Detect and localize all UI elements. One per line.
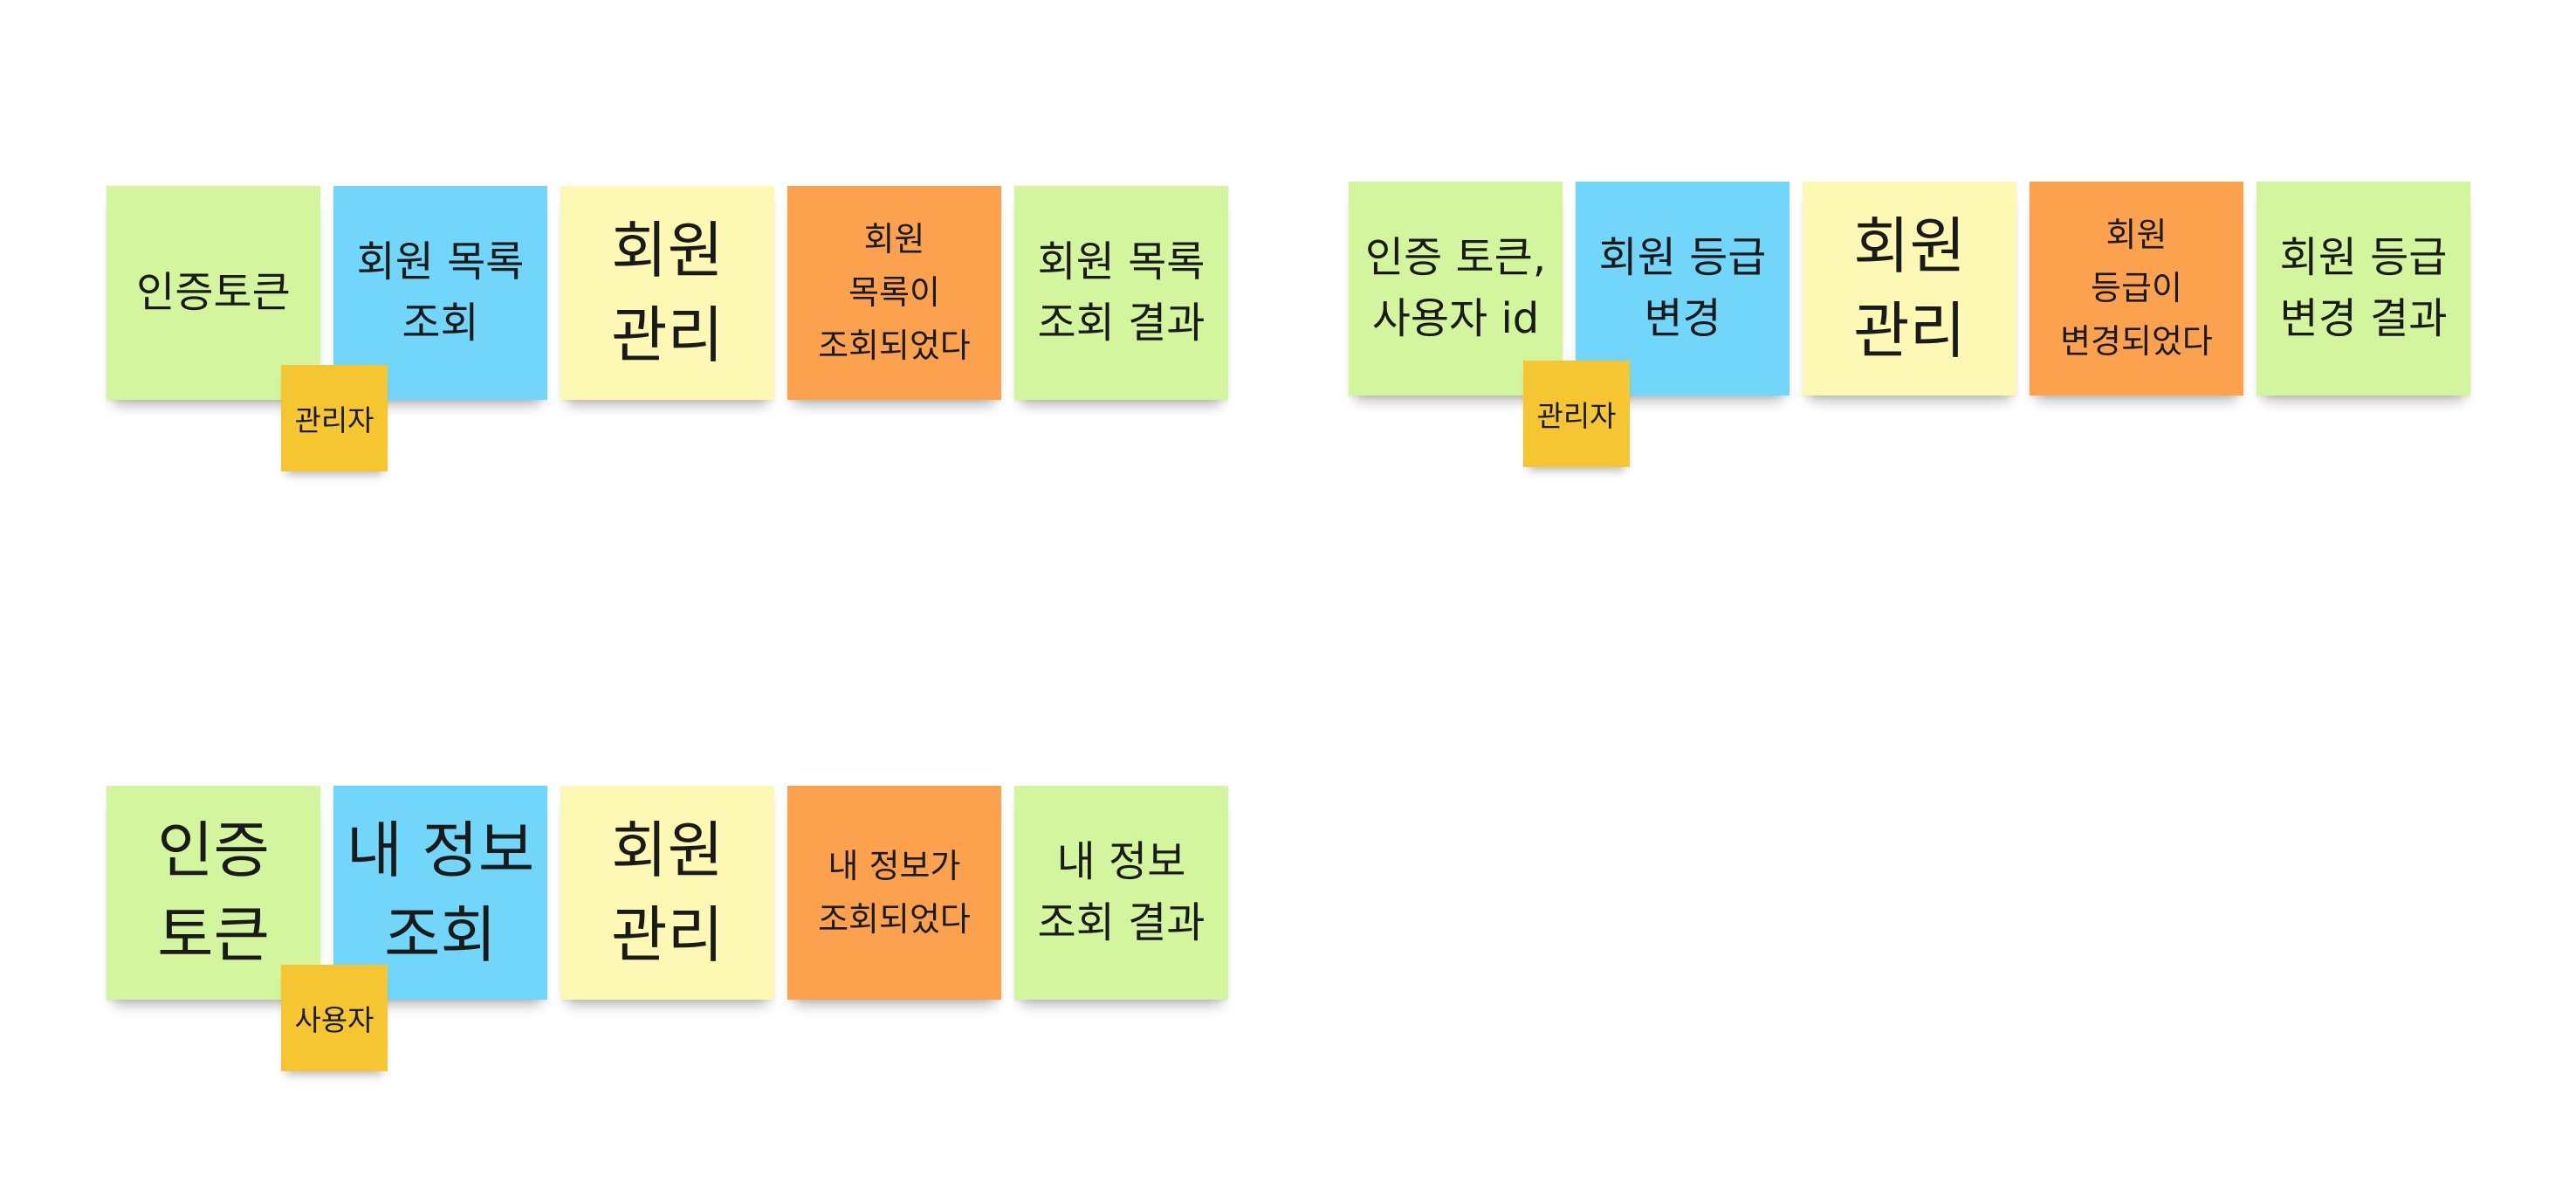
flow-change-grade: 인증 토큰, 사용자 id 회원 등급 변경 회원 관리 회원 등급이 변경되었… — [1349, 182, 2475, 467]
sticky-note-aggregate[interactable]: 회원 관리 — [560, 786, 774, 1000]
sticky-note-event[interactable]: 내 정보가 조회되었다 — [787, 786, 1001, 1000]
sticky-note-aggregate[interactable]: 회원 관리 — [560, 186, 774, 400]
sticky-note-read-model[interactable]: 인증 토큰, 사용자 id — [1349, 182, 1563, 395]
note-text: 내 정보가 조회되었다 — [818, 846, 971, 939]
sticky-note-actor[interactable]: 관리자 — [281, 365, 388, 471]
sticky-note-read-model[interactable]: 인증 토큰 — [106, 786, 320, 1000]
actor-text: 관리자 — [1536, 399, 1617, 433]
note-text: 회원 등급 변경 결과 — [2279, 232, 2448, 343]
sticky-note-read-model[interactable]: 인증토큰 — [106, 186, 320, 400]
note-text: 내 정보 조회 결과 — [1037, 836, 1206, 947]
sticky-note-aggregate[interactable]: 회원 관리 — [1803, 182, 2016, 395]
note-text: 회원 관리 — [611, 814, 724, 971]
note-text: 회원 목록 조회 결과 — [1037, 237, 1206, 347]
sticky-note-actor[interactable]: 사용자 — [281, 965, 388, 1071]
sticky-note-read-model[interactable]: 회원 목록 조회 결과 — [1014, 186, 1228, 400]
note-text: 회원 등급 변경 — [1598, 232, 1767, 343]
note-text: 내 정보 조회 — [346, 814, 535, 971]
sticky-note-command[interactable]: 회원 목록 조회 — [333, 186, 547, 400]
sticky-note-actor[interactable]: 관리자 — [1523, 361, 1630, 467]
flow-list-members: 인증토큰 회원 목록 조회 회원 관리 회원 목록이 조회되었다 회원 목록 조… — [106, 186, 1233, 471]
note-text: 회원 목록 조회 — [356, 237, 525, 347]
sticky-note-read-model[interactable]: 내 정보 조회 결과 — [1014, 786, 1228, 1000]
actor-text: 관리자 — [294, 403, 374, 437]
note-text: 회원 등급이 변경되었다 — [2060, 216, 2213, 361]
flow-my-info: 인증 토큰 내 정보 조회 회원 관리 내 정보가 조회되었다 내 정보 조회 … — [106, 786, 1233, 1071]
note-text: 회원 목록이 조회되었다 — [818, 220, 971, 365]
sticky-note-event[interactable]: 회원 목록이 조회되었다 — [787, 186, 1001, 400]
sticky-note-event[interactable]: 회원 등급이 변경되었다 — [2030, 182, 2243, 395]
sticky-note-command[interactable]: 회원 등급 변경 — [1576, 182, 1789, 395]
actor-text: 사용자 — [294, 1003, 374, 1037]
note-text: 인증토큰 — [136, 267, 291, 317]
note-text: 인증 토큰 — [157, 814, 270, 971]
sticky-note-command[interactable]: 내 정보 조회 — [333, 786, 547, 1000]
note-text: 회원 관리 — [611, 214, 724, 371]
sticky-note-read-model[interactable]: 회원 등급 변경 결과 — [2257, 182, 2470, 395]
note-text: 회원 관리 — [1853, 210, 1966, 367]
note-text: 인증 토큰, 사용자 id — [1364, 232, 1547, 343]
